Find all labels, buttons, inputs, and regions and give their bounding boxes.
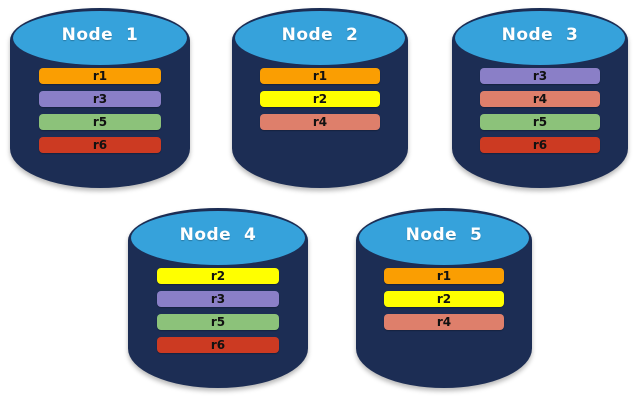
replica-bar: r5 bbox=[480, 114, 600, 130]
replica-bar: r4 bbox=[260, 114, 380, 130]
cylinder-top-ellipse bbox=[455, 11, 625, 65]
replica-bar: r5 bbox=[156, 314, 280, 330]
node-label: Node 1 bbox=[61, 25, 139, 45]
replica-bar: r6 bbox=[38, 137, 162, 153]
database-node-3: Node 3 r3 r4 r5 r6 bbox=[452, 8, 628, 188]
replica-list: r1 r3 r5 r6 bbox=[10, 68, 190, 153]
replica-bar: r3 bbox=[156, 291, 280, 307]
node-label: Node 3 bbox=[501, 25, 579, 45]
node-label: Node 2 bbox=[281, 25, 359, 45]
node-label: Node 5 bbox=[405, 225, 483, 245]
cylinder-top-ellipse bbox=[235, 11, 405, 65]
node-label: Node 4 bbox=[179, 225, 257, 245]
replica-bar: r6 bbox=[156, 337, 280, 353]
cylinder-top-ellipse bbox=[359, 211, 529, 265]
database-node-5: Node 5 r1 r2 r4 bbox=[356, 208, 532, 388]
replica-list: r3 r4 r5 r6 bbox=[452, 68, 628, 153]
replica-bar: r6 bbox=[480, 137, 600, 153]
cylinder-top-ellipse bbox=[13, 11, 187, 65]
replica-bar: r5 bbox=[38, 114, 162, 130]
database-node-1: Node 1 r1 r3 r5 r6 bbox=[10, 8, 190, 188]
replica-bar: r1 bbox=[260, 68, 380, 84]
replica-bar: r1 bbox=[384, 268, 504, 284]
database-node-4: Node 4 r2 r3 r5 r6 bbox=[128, 208, 308, 388]
database-node-2: Node 2 r1 r2 r4 bbox=[232, 8, 408, 188]
cylinder-top-ellipse bbox=[131, 211, 305, 265]
replica-bar: r4 bbox=[384, 314, 504, 330]
replica-bar: r1 bbox=[38, 68, 162, 84]
replica-bar: r2 bbox=[156, 268, 280, 284]
replica-list: r2 r3 r5 r6 bbox=[128, 268, 308, 353]
replica-list: r1 r2 r4 bbox=[356, 268, 532, 330]
replica-bar: r2 bbox=[384, 291, 504, 307]
replica-bar: r4 bbox=[480, 91, 600, 107]
replica-bar: r3 bbox=[38, 91, 162, 107]
replica-bar: r2 bbox=[260, 91, 380, 107]
replica-list: r1 r2 r4 bbox=[232, 68, 408, 130]
replica-bar: r3 bbox=[480, 68, 600, 84]
